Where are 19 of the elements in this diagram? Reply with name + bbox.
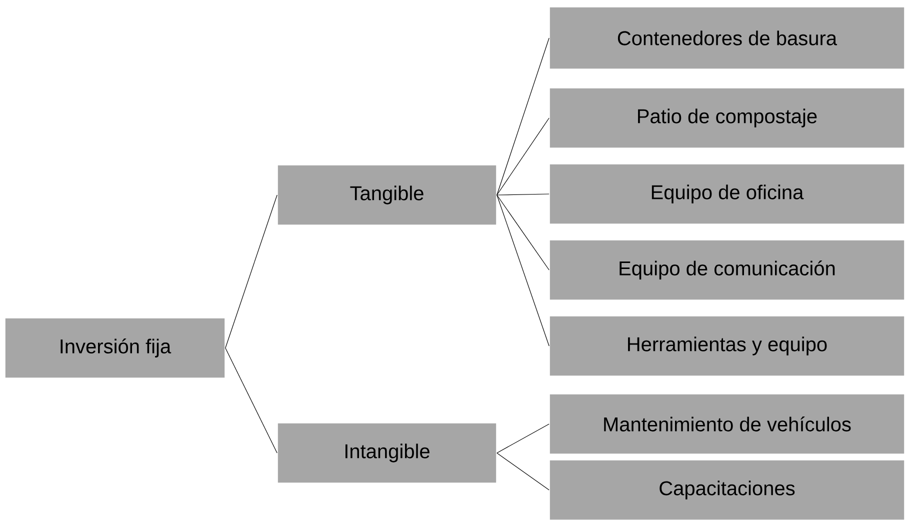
connector-line <box>225 348 278 454</box>
connector-line <box>496 194 550 270</box>
label-box: Tangible <box>277 164 497 226</box>
label-box: Capacitaciones <box>549 460 905 520</box>
connector-line <box>496 424 550 454</box>
label-box: Mantenimiento de vehículos <box>549 394 905 454</box>
label-box: Equipo de comunicación <box>549 240 905 300</box>
connector-line <box>496 452 550 490</box>
connector-line <box>496 194 550 346</box>
connector-line <box>496 194 550 196</box>
label-box: Patio de compostaje <box>549 88 905 148</box>
label-box: Herramientas y equipo <box>549 316 905 376</box>
label-box: Contenedores de basura <box>549 6 905 70</box>
label-box: Intangible <box>277 422 497 484</box>
connector-line <box>225 194 278 348</box>
connector-line <box>496 118 550 196</box>
label-box: Equipo de oficina <box>549 164 905 224</box>
connector-line <box>496 38 550 196</box>
label-box: Inversión fija <box>4 318 226 378</box>
